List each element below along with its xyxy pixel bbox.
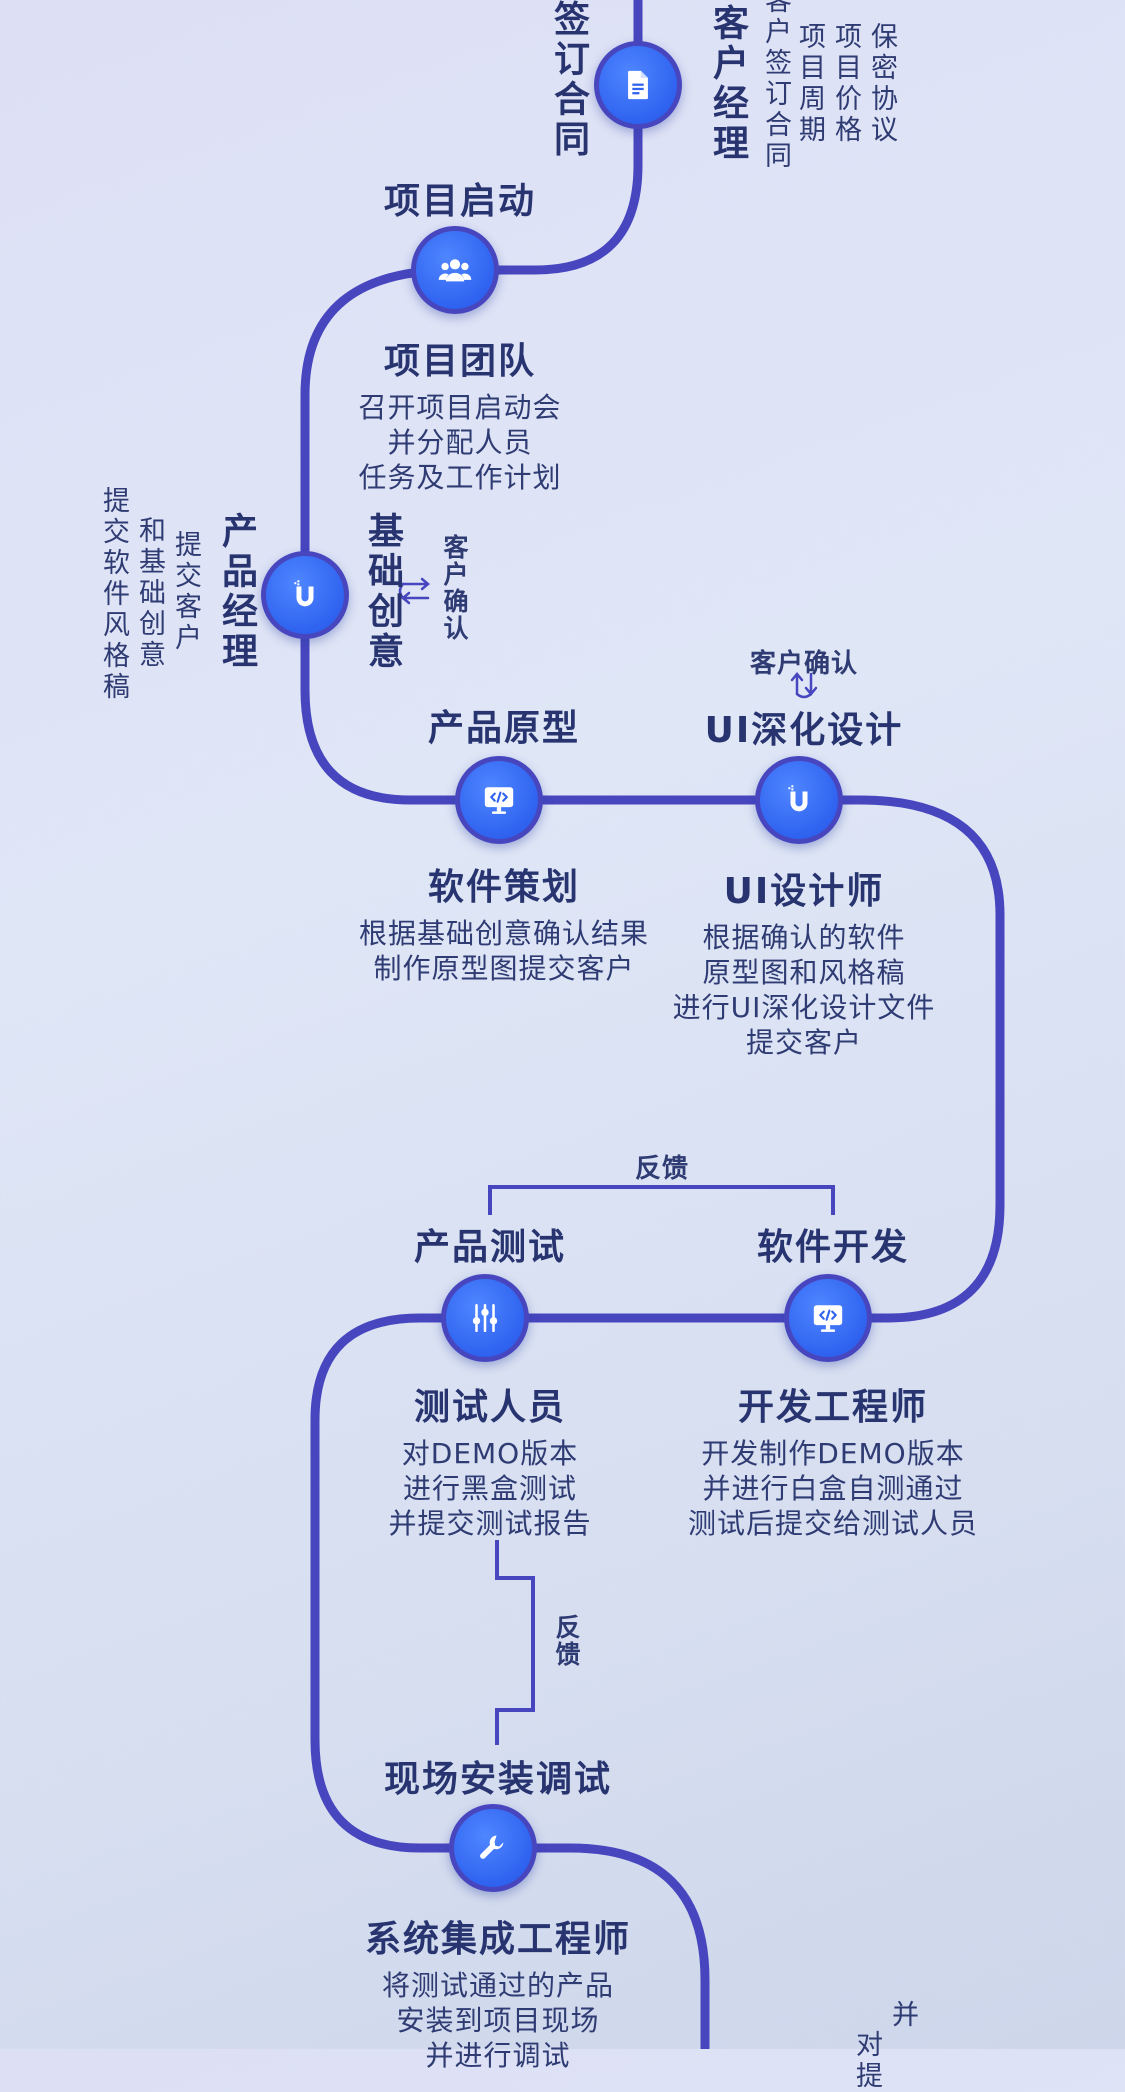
install-title: 现场安装调试: [383, 1759, 613, 1800]
testing-title: 产品测试: [413, 1227, 567, 1268]
concept-node: [261, 551, 349, 639]
sliders-icon: [472, 1303, 498, 1333]
prototype-desc-1: 根据基础创意确认结果: [358, 917, 650, 950]
contract-role: 客户经理: [707, 4, 748, 164]
kickoff-role: 项目团队: [383, 341, 537, 382]
concept-confirm: 客户确认: [440, 534, 469, 642]
ui-design-desc-2: 原型图和风格稿: [702, 956, 906, 989]
development-role: 开发工程师: [737, 1387, 929, 1428]
contract-detail-4: 客户签订合同: [760, 0, 791, 172]
prototype-role: 软件策划: [427, 867, 581, 908]
contract-detail-2: 项目价格: [830, 22, 861, 146]
wrench-icon: [480, 1835, 504, 1859]
main-flow-line: [300, 0, 1005, 2049]
monitor-code-icon: [484, 787, 514, 814]
prototype-title: 产品原型: [427, 708, 581, 749]
concept-confirm-arrows-icon: [398, 577, 430, 605]
contract-detail-3: 项目周期: [794, 22, 825, 146]
ui-design-desc-1: 根据确认的软件: [702, 921, 906, 954]
testing-role: 测试人员: [413, 1387, 567, 1428]
concept-detail-3: 提交软件风格稿: [98, 486, 129, 703]
process-flow-diagram: 签订合同 客户经理 保密协议 项目价格 项目周期 客户签订合同 项目启动 项目团…: [98, 0, 1005, 2092]
development-desc-2: 并进行白盒自测通过: [702, 1472, 964, 1505]
flow-path: [300, 0, 1005, 2049]
ui-design-node: [755, 756, 843, 844]
install-desc-1: 将测试通过的产品: [381, 1969, 615, 2002]
contract-title: 签订合同: [548, 0, 589, 160]
team-icon: [438, 259, 472, 282]
document-icon: [628, 70, 648, 100]
concept-detail-2: 和基础创意: [134, 516, 165, 671]
testing-desc-1: 对DEMO版本: [401, 1437, 579, 1470]
prototype-desc-2: 制作原型图提交客户: [373, 952, 635, 985]
concept-role: 产品经理: [216, 512, 257, 672]
kickoff-desc-3: 任务及工作计划: [358, 461, 562, 494]
u-logo-icon: [788, 785, 808, 812]
monitor-code-icon: [813, 1305, 843, 1332]
kickoff-node: [411, 226, 499, 314]
install-node: [449, 1804, 537, 1892]
partial-right-1: 并: [887, 2000, 918, 2031]
prototype-node: [455, 756, 543, 844]
feedback-bracket-side: [495, 1540, 535, 1745]
ui-design-title: UI深化设计: [704, 710, 904, 751]
development-desc-1: 开发制作DEMO版本: [701, 1437, 965, 1470]
feedback-label-side: 反馈: [552, 1614, 581, 1668]
testing-desc-2: 进行黑盒测试: [402, 1472, 578, 1505]
partial-right-2: 对提: [851, 2030, 882, 2092]
u-logo-icon: [294, 580, 314, 607]
install-desc-2: 安装到项目现场: [396, 2004, 600, 2037]
concept-detail-1: 提交客户: [170, 530, 201, 654]
development-title: 软件开发: [756, 1227, 910, 1268]
testing-node: [441, 1274, 529, 1362]
kickoff-desc-2: 并分配人员: [387, 426, 533, 459]
ui-confirm: 客户确认: [749, 649, 859, 679]
install-desc-3: 并进行调试: [425, 2039, 571, 2072]
concept-title: 基础创意: [362, 512, 403, 672]
development-desc-3: 测试后提交给测试人员: [687, 1507, 979, 1540]
testing-desc-3: 并提交测试报告: [388, 1507, 592, 1540]
contract-detail-1: 保密协议: [866, 22, 897, 146]
kickoff-desc-1: 召开项目启动会: [358, 391, 562, 424]
ui-design-desc-3: 进行UI深化设计文件: [672, 991, 936, 1024]
kickoff-title: 项目启动: [383, 181, 537, 222]
feedback-bracket-top: [488, 1185, 835, 1215]
contract-node: [594, 41, 682, 129]
feedback-label-top: 反馈: [634, 1154, 690, 1184]
development-node: [784, 1274, 872, 1362]
ui-design-desc-4: 提交客户: [745, 1026, 863, 1059]
ui-confirm-arrows-icon: [790, 672, 818, 699]
install-role: 系统集成工程师: [364, 1919, 632, 1960]
ui-design-role: UI设计师: [723, 871, 885, 912]
